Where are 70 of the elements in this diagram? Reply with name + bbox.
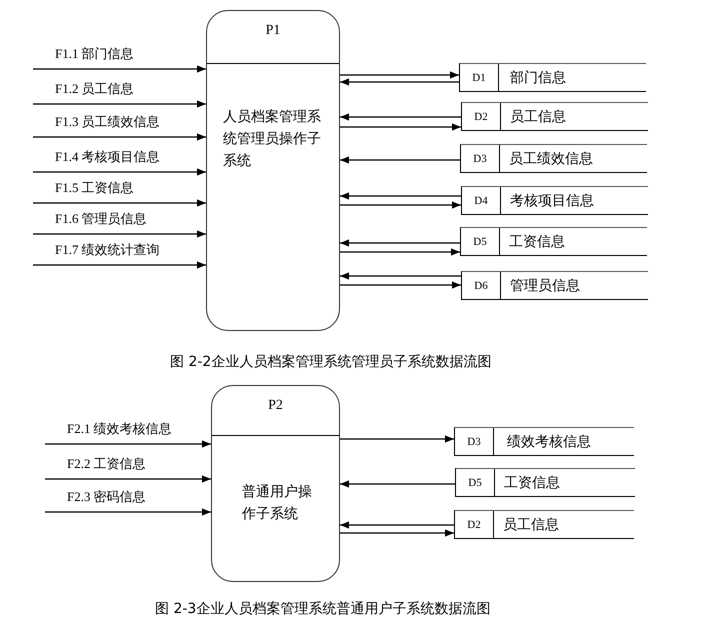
- arrow: [340, 248, 460, 256]
- store-id: D6: [462, 272, 501, 299]
- data-store: [455, 468, 635, 497]
- store-id: D3: [455, 428, 494, 455]
- process-box: [206, 10, 340, 331]
- data-store: [461, 186, 648, 215]
- store-id: D4: [462, 187, 501, 214]
- store-id: D1: [460, 64, 499, 91]
- arrow: [340, 123, 461, 131]
- store-id: D5: [461, 228, 500, 255]
- edge-label: F2.3 密码信息: [67, 488, 146, 506]
- data-store: [459, 63, 646, 92]
- process-name: 人员档案管理系统管理员操作子系统: [223, 108, 322, 171]
- edge-label: F1.7 绩效统计查询: [55, 241, 160, 259]
- arrow: [45, 475, 211, 483]
- process-id: P2: [267, 398, 284, 414]
- arrow: [340, 281, 461, 289]
- process-name: 普通用户操作子系统: [242, 483, 313, 524]
- store-id: D3: [461, 145, 500, 172]
- arrow: [340, 192, 461, 200]
- store-name: 员工信息: [503, 516, 559, 534]
- arrow: [340, 272, 461, 280]
- store-name: 员工绩效信息: [509, 150, 593, 168]
- arrow: [33, 133, 206, 141]
- data-store: [454, 427, 634, 456]
- store-name: 部门信息: [510, 68, 566, 86]
- arrow: [340, 201, 461, 209]
- edge-label: F2.1 绩效考核信息: [67, 420, 172, 438]
- arrow: [33, 100, 206, 108]
- store-name: 考核项目信息: [510, 192, 594, 210]
- data-store: [460, 144, 647, 173]
- edge-label: F1.1 部门信息: [55, 45, 134, 63]
- arrow: [33, 230, 206, 238]
- figure-caption: 图 2-3企业人员档案管理系统普通用户子系统数据流图: [155, 600, 490, 618]
- arrow: [340, 156, 460, 164]
- data-store: [461, 102, 648, 131]
- store-id: D2: [462, 103, 501, 130]
- edge-label: F1.3 员工绩效信息: [55, 113, 160, 131]
- arrow: [340, 529, 454, 537]
- store-name: 工资信息: [509, 232, 565, 250]
- data-store: [454, 510, 634, 539]
- edge-label: F1.6 管理员信息: [55, 210, 147, 228]
- arrow: [340, 480, 455, 488]
- arrow: [340, 71, 459, 79]
- data-store: [460, 227, 647, 256]
- store-name: 绩效考核信息: [507, 432, 591, 450]
- figure-caption: 图 2-2企业人员档案管理系统管理员子系统数据流图: [170, 353, 492, 371]
- store-name: 管理员信息: [510, 276, 580, 294]
- arrow: [33, 199, 206, 207]
- data-store: [461, 271, 648, 300]
- arrow: [340, 78, 459, 86]
- store-name: 工资信息: [504, 474, 560, 492]
- arrow: [45, 440, 211, 448]
- store-name: 员工信息: [510, 108, 566, 126]
- arrow: [340, 521, 454, 529]
- arrow: [33, 168, 206, 176]
- arrow: [340, 113, 461, 121]
- store-id: D5: [456, 469, 495, 496]
- arrow: [33, 261, 206, 269]
- arrow: [340, 435, 454, 443]
- edge-label: F2.2 工资信息: [67, 455, 146, 473]
- process-id: P1: [264, 23, 282, 39]
- arrow: [340, 239, 460, 247]
- edge-label: F1.5 工资信息: [55, 179, 134, 197]
- arrow: [33, 65, 206, 73]
- edge-label: F1.4 考核项目信息: [55, 148, 160, 166]
- edge-label: F1.2 员工信息: [55, 80, 134, 98]
- store-id: D2: [455, 511, 494, 538]
- arrow: [45, 508, 211, 516]
- process-box: [211, 385, 340, 582]
